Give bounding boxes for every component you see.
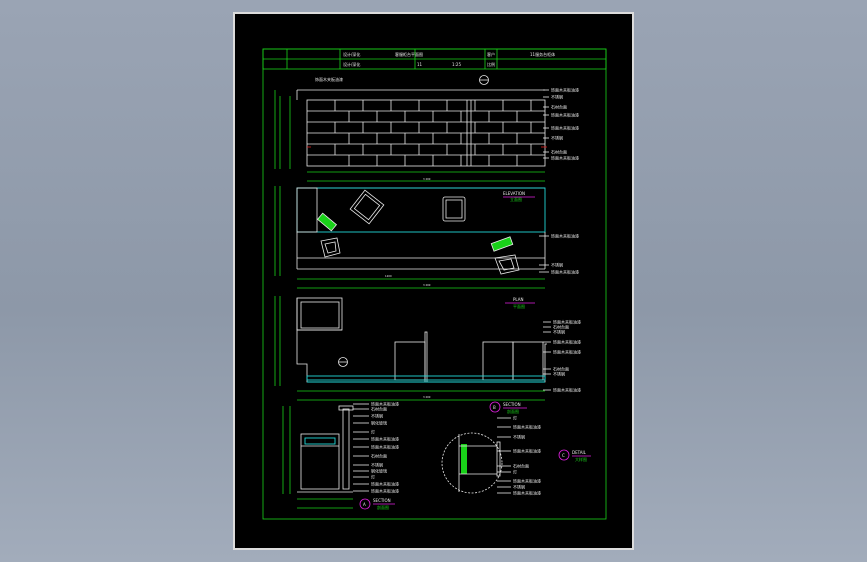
callout-label: 不锈钢 (553, 328, 565, 334)
view-title: SECTION (503, 402, 521, 407)
title-block: 设计/深化 客服柜台平面图 客户 11服务台柜体 设计/深化 11 比例 1:2… (262, 48, 607, 70)
monitor-right (490, 236, 514, 252)
title-cell: 客服柜台平面图 (395, 51, 423, 57)
view-subtitle: 剖面图 (377, 504, 389, 510)
dimension-label: 3 200 (423, 395, 431, 399)
front-elevation-outline (296, 298, 547, 383)
wash-basin-left (320, 237, 341, 258)
title-cell: 设计/深化 (343, 61, 360, 67)
wash-basin-right (494, 254, 520, 275)
callout-label: 饰面木夹板油漆 (551, 111, 579, 117)
view-marker-label: A (363, 502, 366, 507)
section-a-view: A SECTION 剖面图 饰面木夹板油漆石材台面不锈钢钢化玻璃灯饰面木夹板油漆… (282, 400, 399, 510)
monitor-left (316, 212, 338, 232)
view-marker-label: B (493, 405, 496, 410)
section-a-post (342, 408, 350, 490)
callout-label: 不锈钢 (371, 412, 383, 418)
callout-label: 饰面木夹板油漆 (513, 477, 541, 483)
callout-label: 饰面木夹板油漆 (551, 124, 579, 130)
callout-label: 不锈钢 (371, 461, 383, 467)
title-cell: 客户 (487, 51, 495, 57)
callout-label: 不锈钢 (513, 483, 525, 489)
plan-view: 3 200 1200 ELEVATION 立面图 PLAN 平面图 饰面木夹板油… (274, 186, 579, 309)
view-subtitle: 大样图 (575, 456, 587, 462)
front-elevation-view: 3 200 饰面木夹板油漆石材台面不锈钢饰面木夹板油漆饰面木夹板油漆石材台面不锈… (274, 296, 581, 401)
elevation-view: 3 200 饰面木夹板油漆不锈钢石材台面饰面木夹板油漆饰面木夹板油漆不锈钢石材台… (274, 75, 579, 182)
view-marker-c (558, 449, 570, 461)
callout-label: 石材台面 (551, 103, 567, 109)
callout-label: 饰面木夹板油漆 (551, 154, 579, 160)
view-title: DETAIL (572, 450, 587, 455)
callout-label: 灯 (513, 468, 517, 474)
callout-label: 饰面木夹板油漆 (513, 489, 541, 495)
section-a-notes: 饰面木夹板油漆石材台面不锈钢钢化玻璃灯饰面木夹板油漆饰面木夹板油漆石材台面不锈钢… (353, 400, 399, 493)
view-title: PLAN (513, 297, 523, 302)
chair-left (349, 189, 385, 225)
cad-drawing: 设计/深化 客服柜台平面图 客户 11服务台柜体 设计/深化 11 比例 1:2… (262, 48, 607, 520)
callout-label: 饰面木夹板油漆 (551, 232, 579, 238)
callout-label: 饰面木夹板油漆 (513, 447, 541, 453)
view-marker-a (359, 498, 371, 510)
callout-label: 钢化玻璃 (371, 467, 387, 473)
callout-label: 饰面木夹板油漆 (513, 423, 541, 429)
title-cell: 1:25 (452, 62, 461, 67)
drawing-border (262, 48, 607, 520)
callout-label: 饰面木夹板油漆 (553, 348, 581, 354)
dimension-label: 3 200 (423, 177, 431, 181)
callout-label: 饰面木夹板油漆 (551, 268, 579, 274)
callout-label: 石材台面 (553, 323, 569, 329)
callout-label: 饰面木夹板油漆 (315, 76, 343, 82)
chair-center (442, 196, 466, 222)
callout-label: 不锈钢 (553, 370, 565, 376)
callout-label: 饰面木夹板油漆 (553, 318, 581, 324)
callout-label: 石材台面 (551, 148, 567, 154)
callout-label: 石材台面 (553, 365, 569, 371)
callout-label: 饰面木夹板油漆 (371, 487, 399, 493)
callout-label: 饰面木夹板油漆 (371, 435, 399, 441)
callout-label: 饰面木夹板油漆 (371, 400, 399, 406)
title-cell: 11服务台柜体 (530, 51, 555, 57)
callout-label: 不锈钢 (513, 433, 525, 439)
callout-label: 饰面木夹板油漆 (553, 386, 581, 392)
section-a-body (300, 433, 340, 490)
dimension-label: 1200 (385, 274, 392, 278)
title-cell: 11 (417, 62, 423, 67)
drawing-sheet: 设计/深化 客服柜台平面图 客户 11服务台柜体 设计/深化 11 比例 1:2… (233, 12, 634, 550)
section-b-view: B SECTION 剖面图 C DETAIL 大样图 灯饰面木夹板油漆不锈钢饰面… (441, 401, 591, 495)
view-title: SECTION (373, 498, 391, 503)
front-elevation-notes: 饰面木夹板油漆石材台面不锈钢饰面木夹板油漆饰面木夹板油漆石材台面不锈钢饰面木夹板… (543, 318, 581, 392)
view-marker-label: C (562, 453, 565, 458)
callout-label: 灯 (371, 473, 375, 479)
steel-section (461, 444, 467, 474)
callout-label: 石材台面 (513, 462, 529, 468)
view-subtitle: 平面图 (513, 303, 525, 309)
callout-label: 饰面木夹板油漆 (371, 443, 399, 449)
callout-label: 饰面木夹板油漆 (553, 338, 581, 344)
view-marker-b (489, 401, 501, 413)
view-subtitle: 剖面图 (507, 408, 519, 414)
detail-callout-circle (441, 432, 503, 494)
title-cell: 比例 (487, 61, 495, 67)
callout-label: 不锈钢 (551, 134, 563, 140)
callout-label: 不锈钢 (551, 261, 563, 267)
callout-label: 饰面木夹板油漆 (371, 480, 399, 486)
callout-label: 石材台面 (371, 452, 387, 458)
view-title: ELEVATION (503, 191, 525, 196)
elevation-notes: 饰面木夹板油漆不锈钢石材台面饰面木夹板油漆饰面木夹板油漆不锈钢石材台面饰面木夹板… (543, 86, 579, 160)
callout-label: 不锈钢 (551, 93, 563, 99)
plinth (306, 375, 546, 381)
callout-label: 灯 (513, 414, 517, 420)
callout-label: 钢化玻璃 (371, 419, 387, 425)
title-cell: 设计/深化 (343, 51, 360, 57)
dimension-label: 3 200 (423, 283, 431, 287)
callout-label: 灯 (371, 428, 375, 434)
callout-label: 饰面木夹板油漆 (551, 86, 579, 92)
callout-label: 石材台面 (371, 405, 387, 411)
elevation-panel-grid (307, 100, 545, 166)
view-subtitle: 立面图 (510, 196, 522, 202)
